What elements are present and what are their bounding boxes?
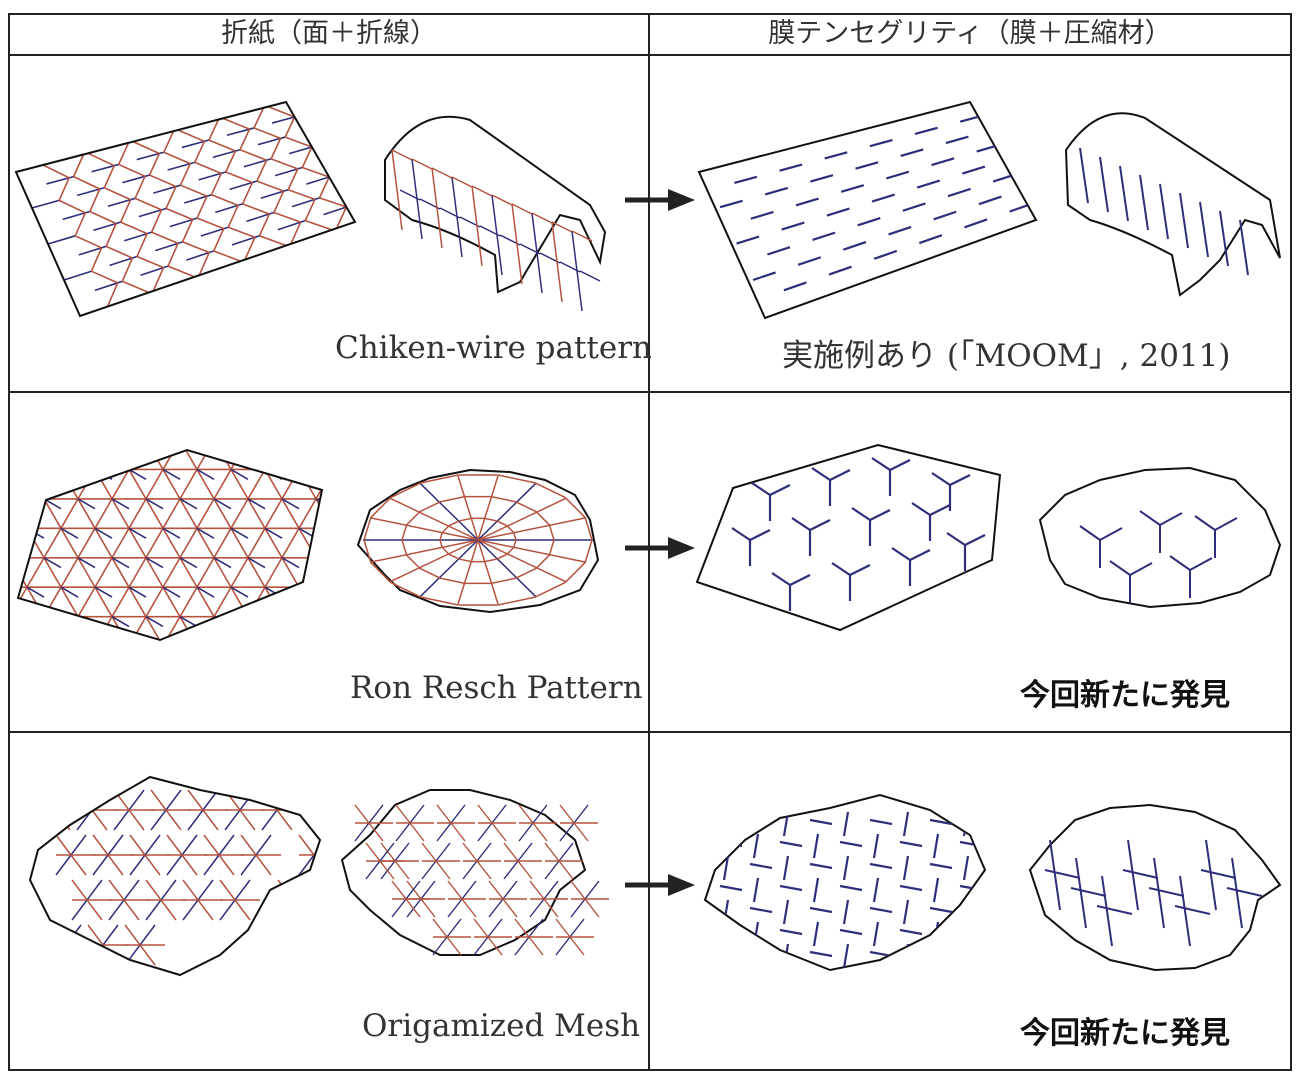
membrane-folded-3 <box>1028 803 1282 972</box>
result-label-new-discovery: 今回新たに発見 <box>1020 678 1230 713</box>
header-membrane-tensegrity: 膜テンセグリティ（膜＋圧縮材） <box>768 18 1172 49</box>
result-label-new-discovery: 今回新たに発見 <box>1020 1016 1230 1051</box>
membrane-flat-2 <box>695 443 1002 632</box>
pattern-label-chicken-wire: Chiken-wire pattern <box>335 330 653 366</box>
result-label-moom: 実施例あり (「MOOM」, 2011) <box>782 338 1231 374</box>
membrane-flat-3 <box>703 793 987 972</box>
pattern-label-origamized-mesh: Origamized Mesh <box>362 1008 641 1044</box>
origamized-mesh-folded <box>340 789 609 956</box>
membrane-dome-2 <box>1038 466 1282 609</box>
header-divider <box>8 54 1292 56</box>
membrane-vault-1 <box>1064 112 1281 297</box>
row-divider-2 <box>8 731 1292 733</box>
chicken-wire-vault <box>384 115 607 312</box>
header-origami: 折紙（面＋折線） <box>221 18 437 49</box>
right-arrow-icon <box>625 537 695 559</box>
right-arrow-icon <box>625 189 695 211</box>
table-frame <box>8 13 1292 1071</box>
membrane-flat-1 <box>697 100 1038 320</box>
row-divider-1 <box>8 391 1292 393</box>
column-divider <box>648 13 650 1071</box>
chicken-wire-flat <box>14 100 357 318</box>
pattern-label-ron-resch: Ron Resch Pattern <box>350 670 643 706</box>
origamized-mesh-flat <box>28 775 322 977</box>
ron-resch-dome <box>356 468 600 614</box>
right-arrow-icon <box>625 874 695 896</box>
